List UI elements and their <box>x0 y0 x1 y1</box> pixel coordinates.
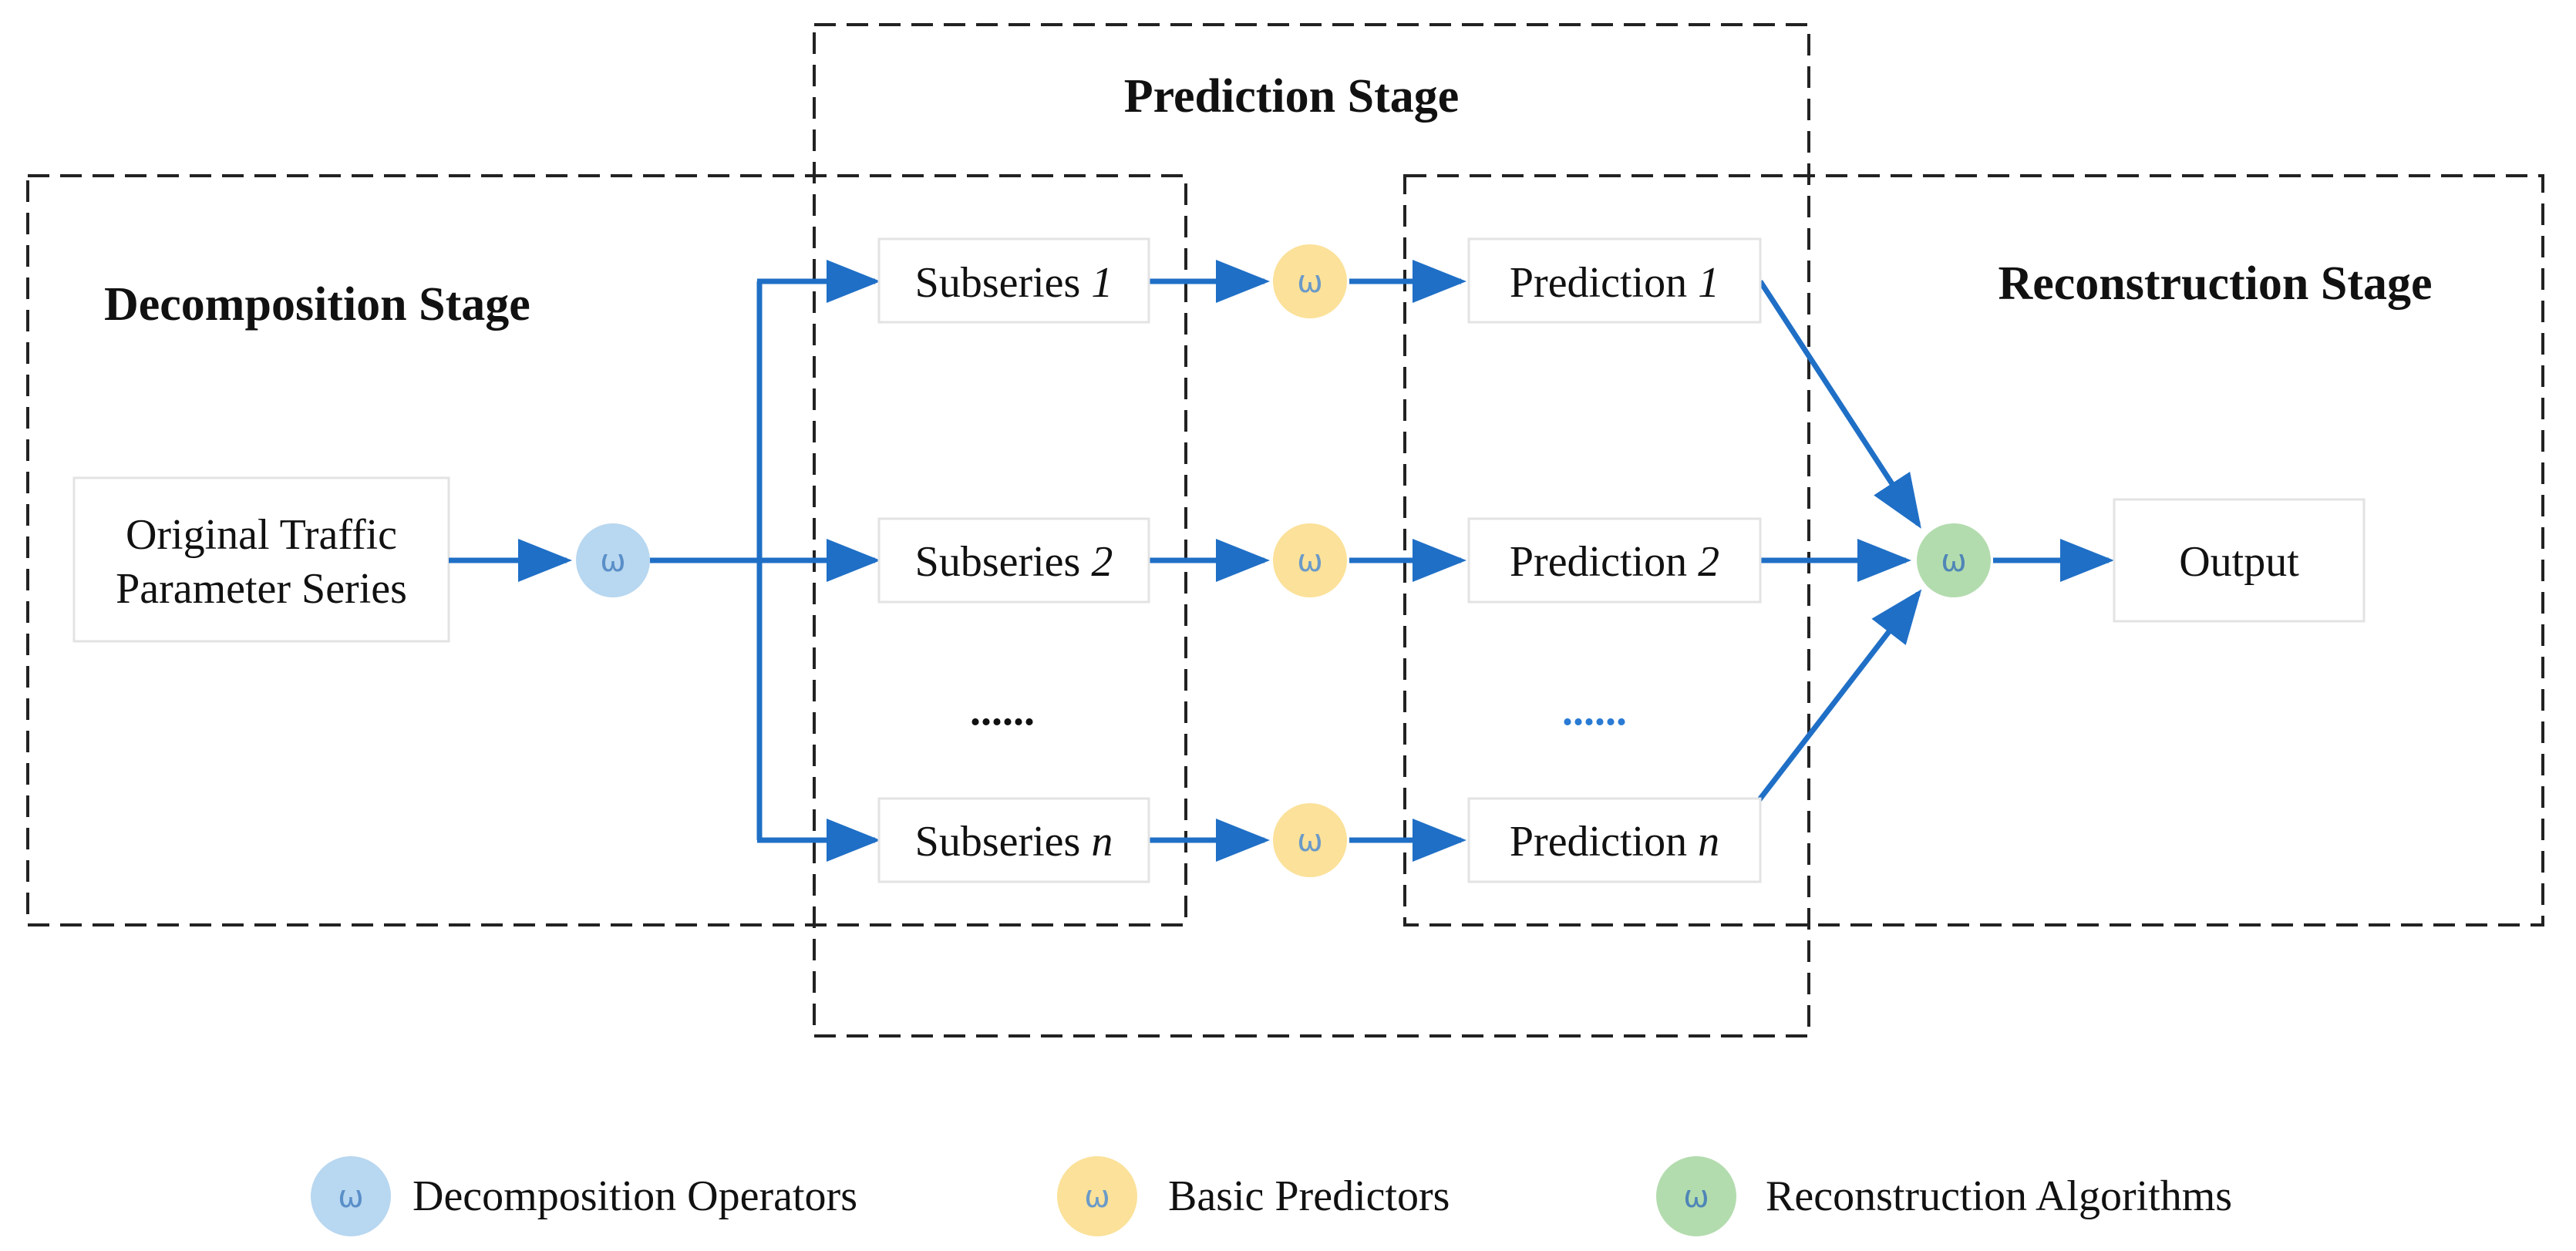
prediction-1-label: Prediction 1 <box>1510 259 1719 307</box>
subseries-n-label: Subseries n <box>915 818 1113 866</box>
prediction-n-prefix: Prediction <box>1510 818 1698 866</box>
reconstruction-algorithm-circle <box>1917 523 1991 597</box>
basic-predictor-n: ω <box>1273 803 1347 877</box>
subseries-2: Subseries 2 <box>877 517 1150 604</box>
reconstruction-stage-title: Reconstruction Stage <box>1998 257 2432 310</box>
subseries-n: Subseries n <box>877 797 1150 883</box>
basic-predictor-n-circle <box>1273 803 1347 877</box>
prediction-1-index: 1 <box>1698 259 1719 307</box>
subseries-1-box <box>877 237 1150 324</box>
prediction-2-index: 2 <box>1698 538 1719 586</box>
basic-predictor-2-circle <box>1273 523 1347 597</box>
basic-predictor-1-circle <box>1273 244 1347 318</box>
basic-predictor-n-symbol: ω <box>1297 823 1323 859</box>
prediction-1: Prediction 1 <box>1467 237 1762 324</box>
reconstruction-algorithm-symbol: ω <box>1941 543 1967 579</box>
legend-decomposition-symbol: ω <box>338 1179 364 1215</box>
input-series-label-line1: Original Traffic <box>126 511 397 559</box>
prediction-2: Prediction 2 <box>1467 517 1762 604</box>
prediction-n-box <box>1467 797 1762 883</box>
arrow-prediction-n-to-reconstruction <box>1735 589 1922 831</box>
prediction-n: Prediction n <box>1467 797 1762 883</box>
subseries-1-prefix: Subseries <box>915 259 1092 307</box>
legend-reconstruction-label: Reconstruction Algorithms <box>1766 1172 2232 1220</box>
basic-predictor-1: ω <box>1273 244 1347 318</box>
subseries-1-index: 1 <box>1091 259 1113 307</box>
legend-predictor-label: Basic Predictors <box>1168 1172 1450 1220</box>
legend-item-basic-predictors: ω Basic Predictors <box>1057 1156 1450 1236</box>
output-box <box>2113 498 2366 623</box>
input-series-label-line2: Parameter Series <box>116 565 407 613</box>
subseries-n-box <box>877 797 1150 883</box>
legend-predictor-swatch <box>1057 1156 1137 1236</box>
legend-reconstruction-swatch <box>1656 1156 1736 1236</box>
prediction-1-box <box>1467 237 1762 324</box>
subseries-1-label: Subseries 1 <box>915 259 1113 307</box>
prediction-stage-title: Prediction Stage <box>1124 70 1460 123</box>
reconstruction-stage-frame <box>1403 174 2544 926</box>
legend-reconstruction-symbol: ω <box>1683 1179 1709 1215</box>
legend-decomposition-swatch <box>311 1156 391 1236</box>
prediction-1-prefix: Prediction <box>1510 259 1698 307</box>
prediction-2-prefix: Prediction <box>1510 538 1698 586</box>
legend-item-reconstruction-algorithms: ω Reconstruction Algorithms <box>1656 1156 2232 1236</box>
prediction-2-label: Prediction 2 <box>1510 538 1719 586</box>
prediction-ellipsis: ...... <box>1562 687 1627 735</box>
legend-predictor-symbol: ω <box>1084 1179 1110 1215</box>
subseries-2-box <box>877 517 1150 604</box>
decomposition-stage-title: Decomposition Stage <box>104 278 530 331</box>
subseries-1: Subseries 1 <box>877 237 1150 324</box>
input-series-box <box>72 476 450 643</box>
decomposition-operator-circle <box>576 523 650 597</box>
arrow-prediction-1-to-reconstruction <box>1758 280 1921 529</box>
legend-item-decomposition-operators: ω Decomposition Operators <box>311 1156 857 1236</box>
basic-predictor-1-symbol: ω <box>1297 264 1323 300</box>
prediction-n-index: n <box>1698 818 1719 866</box>
subseries-ellipsis: ...... <box>970 687 1035 735</box>
prediction-n-label: Prediction n <box>1510 818 1719 866</box>
subseries-2-label: Subseries 2 <box>915 538 1113 586</box>
decomposition-operator: ω <box>576 523 650 597</box>
basic-predictor-2-symbol: ω <box>1297 543 1323 579</box>
subseries-2-index: 2 <box>1091 538 1113 586</box>
reconstruction-algorithm: ω <box>1917 523 1991 597</box>
prediction-stage-frame <box>813 23 1810 1037</box>
prediction-2-box <box>1467 517 1762 604</box>
connector-arrows <box>449 260 2114 862</box>
decomposition-stage-frame <box>26 174 1187 926</box>
legend: ω Decomposition Operators ω Basic Predic… <box>311 1156 2232 1236</box>
subseries-2-prefix: Subseries <box>915 538 1092 586</box>
output-label: Output <box>2179 538 2299 586</box>
subseries-n-index: n <box>1091 818 1113 866</box>
basic-predictor-2: ω <box>1273 523 1347 597</box>
legend-decomposition-label: Decomposition Operators <box>412 1172 857 1220</box>
subseries-n-prefix: Subseries <box>915 818 1092 866</box>
decomposition-operator-symbol: ω <box>600 543 626 579</box>
